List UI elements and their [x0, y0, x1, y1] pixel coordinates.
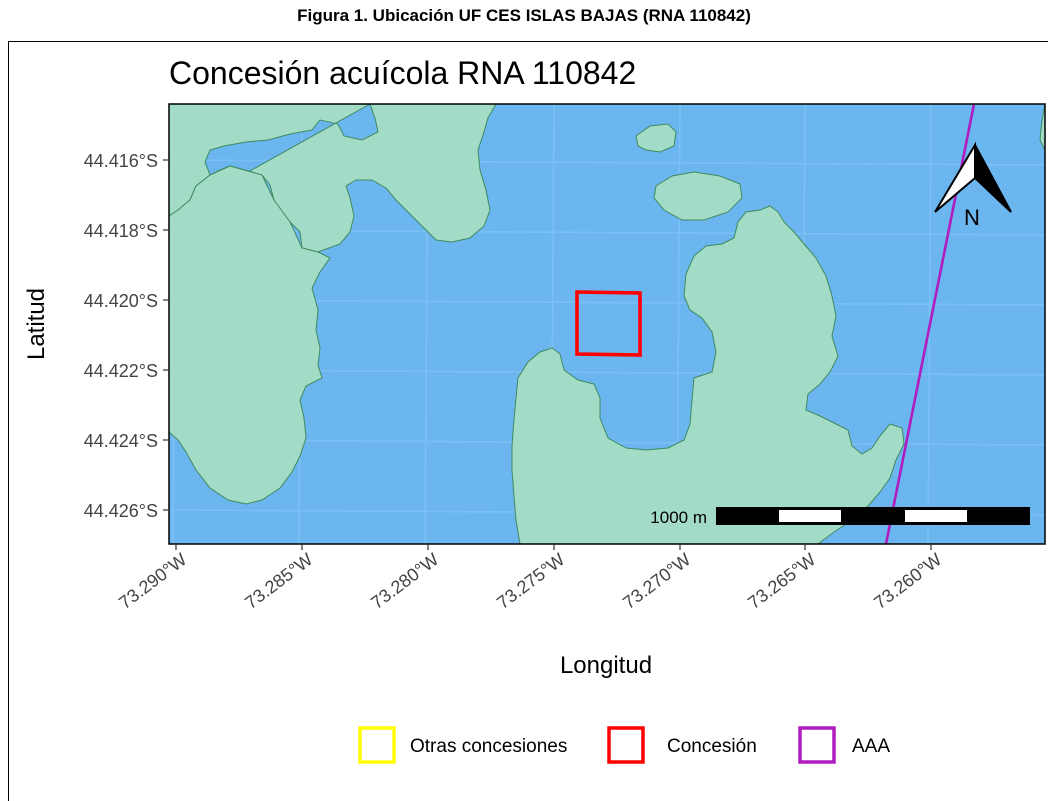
legend-label-otras: Otras concesiones: [410, 736, 567, 757]
land-west-body: [169, 165, 331, 505]
y-tick-label: 44.426°S: [84, 501, 158, 521]
x-axis-title: Longitud: [560, 652, 652, 679]
x-axis: 73.290°W 73.285°W 73.280°W 73.275°W 73.2…: [115, 544, 945, 613]
legend-label-concesion: Concesión: [667, 736, 757, 757]
y-tick-label: 44.422°S: [84, 361, 158, 381]
x-tick-label: 73.280°W: [367, 549, 442, 613]
scale-bar-label: 1000 m: [650, 508, 707, 527]
scale-bar: 1000 m: [650, 507, 1030, 527]
legend-swatch-concesion: [607, 726, 645, 764]
concesion-polygon[interactable]: [575, 290, 642, 357]
land-islet-center: [653, 171, 743, 221]
legend-swatch-aaa: [798, 726, 836, 764]
land-east: [511, 205, 905, 544]
x-tick-label: 73.260°W: [870, 549, 945, 613]
land-masses: [169, 104, 1045, 544]
figure-caption: Figura 1. Ubicación UF CES ISLAS BAJAS (…: [297, 6, 751, 25]
x-tick-label: 73.265°W: [744, 549, 819, 613]
map-panel[interactable]: 1000 m N: [169, 104, 1045, 544]
x-tick-label: 73.275°W: [493, 549, 568, 613]
legend-swatch-otras: [358, 726, 396, 764]
y-axis: 44.416°S 44.418°S 44.420°S 44.422°S 44.4…: [84, 151, 169, 521]
y-tick-label: 44.420°S: [84, 291, 158, 311]
legend-label-aaa: AAA: [852, 736, 890, 757]
x-tick-label: 73.285°W: [241, 549, 316, 613]
x-tick-label: 73.290°W: [115, 549, 190, 613]
north-label: N: [964, 205, 980, 230]
y-tick-label: 44.424°S: [84, 431, 158, 451]
legend: Otras concesiones Concesión AAA: [358, 726, 890, 764]
y-tick-label: 44.416°S: [84, 151, 158, 171]
figure-frame: [8, 41, 1048, 801]
x-tick-label: 73.270°W: [619, 549, 694, 613]
y-axis-title: Latitud: [23, 288, 50, 360]
land-islet-north: [635, 123, 677, 153]
land-east-strip: [1039, 104, 1045, 151]
north-arrow: N: [934, 141, 1012, 230]
y-tick-label: 44.418°S: [84, 221, 158, 241]
panel-border: [168, 103, 1046, 545]
map-title: Concesión acuícola RNA 110842: [169, 55, 636, 91]
